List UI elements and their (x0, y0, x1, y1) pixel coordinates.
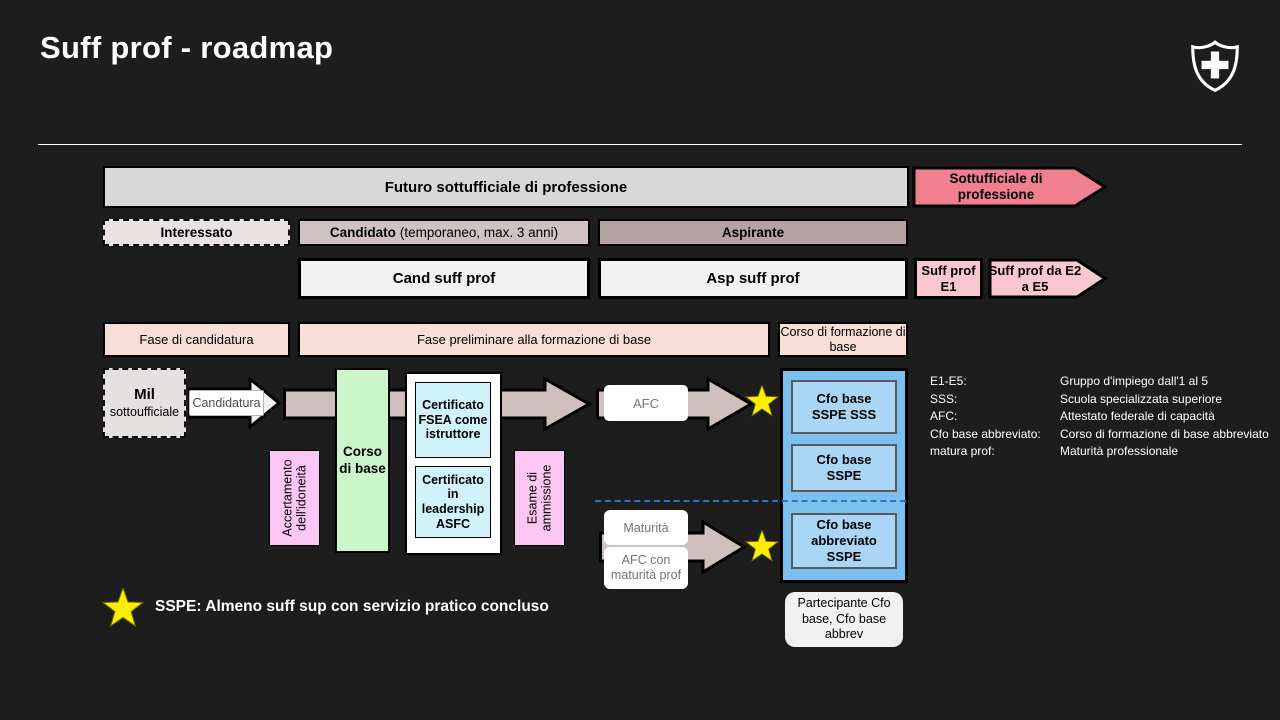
legend-row: matura prof: Maturità professionale (930, 443, 1269, 461)
swiss-army-shield-icon (1191, 40, 1239, 93)
star-icon-footnote (102, 588, 144, 628)
abbreviato-divider-line (595, 500, 906, 502)
legend-row: SSS: Scuola specializzata superiore (930, 391, 1269, 409)
esame-ammissione-label: Esame di ammissione (525, 464, 554, 532)
certificato-fsea-label: Certificato FSEA come istruttore (418, 397, 488, 442)
cfo-base-sspe-label: Cfo base SSPE (816, 452, 872, 483)
partecipante-label: Partecipante Cfo base, Cfo base abbrev (797, 596, 891, 642)
esame-ammissione-box: Esame di ammissione (514, 450, 565, 546)
candidato-note: (temporaneo, max. 3 anni) (399, 225, 559, 240)
afc-maturita-label: AFC con maturità prof (610, 553, 682, 582)
futuro-sottufficiale-bar: Futuro sottufficiale di professione (103, 166, 909, 208)
mil-label: Mil (134, 385, 155, 403)
candidatura-label: Candidatura (189, 390, 264, 416)
sottufficiale-di-professione-arrow (912, 166, 1108, 208)
corso-di-base-box: Corso di base (335, 368, 390, 553)
legend-def: Gruppo d'impiego dall'1 al 5 (1060, 374, 1209, 388)
corso-di-base-label: Corso di base (339, 443, 386, 476)
legend-def: Attestato federale di capacità (1060, 409, 1215, 423)
star-icon-upper (745, 385, 779, 417)
legend-def: Corso di formazione di base abbreviato (1060, 426, 1269, 441)
sottoufficiale-label: sottoufficiale (109, 404, 180, 419)
sottufficiale-di-professione-label: Sottufficiale di professione (949, 170, 1043, 202)
certificato-leadership-box: Certificato in leadership ASFC (415, 466, 491, 538)
certificato-leadership-label: Certificato in leadership ASFC (421, 472, 485, 531)
cfo-base-sspe-sss-box: Cfo base SSPE SSS (791, 380, 897, 434)
afc-box: AFC (604, 385, 688, 421)
cand-suff-prof-box: Cand suff prof (298, 258, 590, 299)
fase-preliminare-box: Fase preliminare alla formazione di base (298, 322, 770, 357)
corso-formazione-base-box: Corso di formazione di base (778, 322, 908, 357)
afc-maturita-box: AFC con maturità prof (604, 547, 688, 589)
legend-def: Maturità professionale (1060, 444, 1179, 458)
legend-term: SSS: (930, 391, 958, 406)
suff-prof-e2e5-arrow (988, 258, 1108, 299)
legend-term: Cfo base abbreviato: (930, 426, 1041, 441)
legend: E1-E5: Gruppo d'impiego dall'1 al 5 SSS:… (930, 373, 1269, 461)
cfo-base-abbreviato-box: Cfo base abbreviato SSPE (791, 513, 897, 569)
star-icon-lower (745, 530, 779, 562)
suff-prof-e2e5-label: Suff prof da E2 a E5 (988, 262, 1082, 294)
fase-candidatura-box: Fase di candidatura (103, 322, 290, 357)
header-divider (38, 144, 1242, 145)
accertamento-idoneita-box: Accertamento dell'idoneità (269, 450, 320, 546)
candidato-label: Candidato (329, 225, 396, 240)
asp-suff-prof-box: Asp suff prof (598, 258, 908, 299)
sspe-footnote: SSPE: Almeno suff sup con servizio prati… (155, 598, 549, 615)
aspirante-box: Aspirante (598, 219, 908, 246)
legend-term: E1-E5: (930, 374, 967, 388)
accertamento-idoneita-label: Accertamento dell'idoneità (280, 459, 309, 537)
maturita-box: Maturità (604, 510, 688, 545)
certificato-fsea-box: Certificato FSEA come istruttore (415, 382, 491, 458)
candidato-box: Candidato (temporaneo, max. 3 anni) (298, 219, 590, 246)
legend-term: matura prof: (930, 444, 995, 458)
page-title: Suff prof - roadmap (40, 30, 334, 65)
partecipante-box: Partecipante Cfo base, Cfo base abbrev (785, 592, 903, 647)
mil-sottoufficiale-box: Mil sottoufficiale (103, 368, 186, 438)
legend-row: E1-E5: Gruppo d'impiego dall'1 al 5 (930, 373, 1269, 391)
legend-term: AFC: (930, 409, 958, 423)
legend-def: Scuola specializzata superiore (1060, 391, 1223, 406)
interessato-box: Interessato (103, 219, 290, 246)
cfo-base-sspe-box: Cfo base SSPE (791, 444, 897, 492)
cfo-base-abbreviato-label: Cfo base abbreviato SSPE (811, 517, 877, 564)
certificati-container: Certificato FSEA come istruttore Certifi… (405, 372, 502, 555)
legend-row: Cfo base abbreviato: Corso di formazione… (930, 426, 1269, 444)
suff-prof-e1-box: Suff prof E1 (914, 258, 983, 299)
legend-row: AFC: Attestato federale di capacità (930, 408, 1269, 426)
cfo-base-container: Cfo base SSPE SSS Cfo base SSPE Cfo base… (780, 368, 908, 583)
cfo-base-sspe-sss-label: Cfo base SSPE SSS (811, 391, 877, 422)
